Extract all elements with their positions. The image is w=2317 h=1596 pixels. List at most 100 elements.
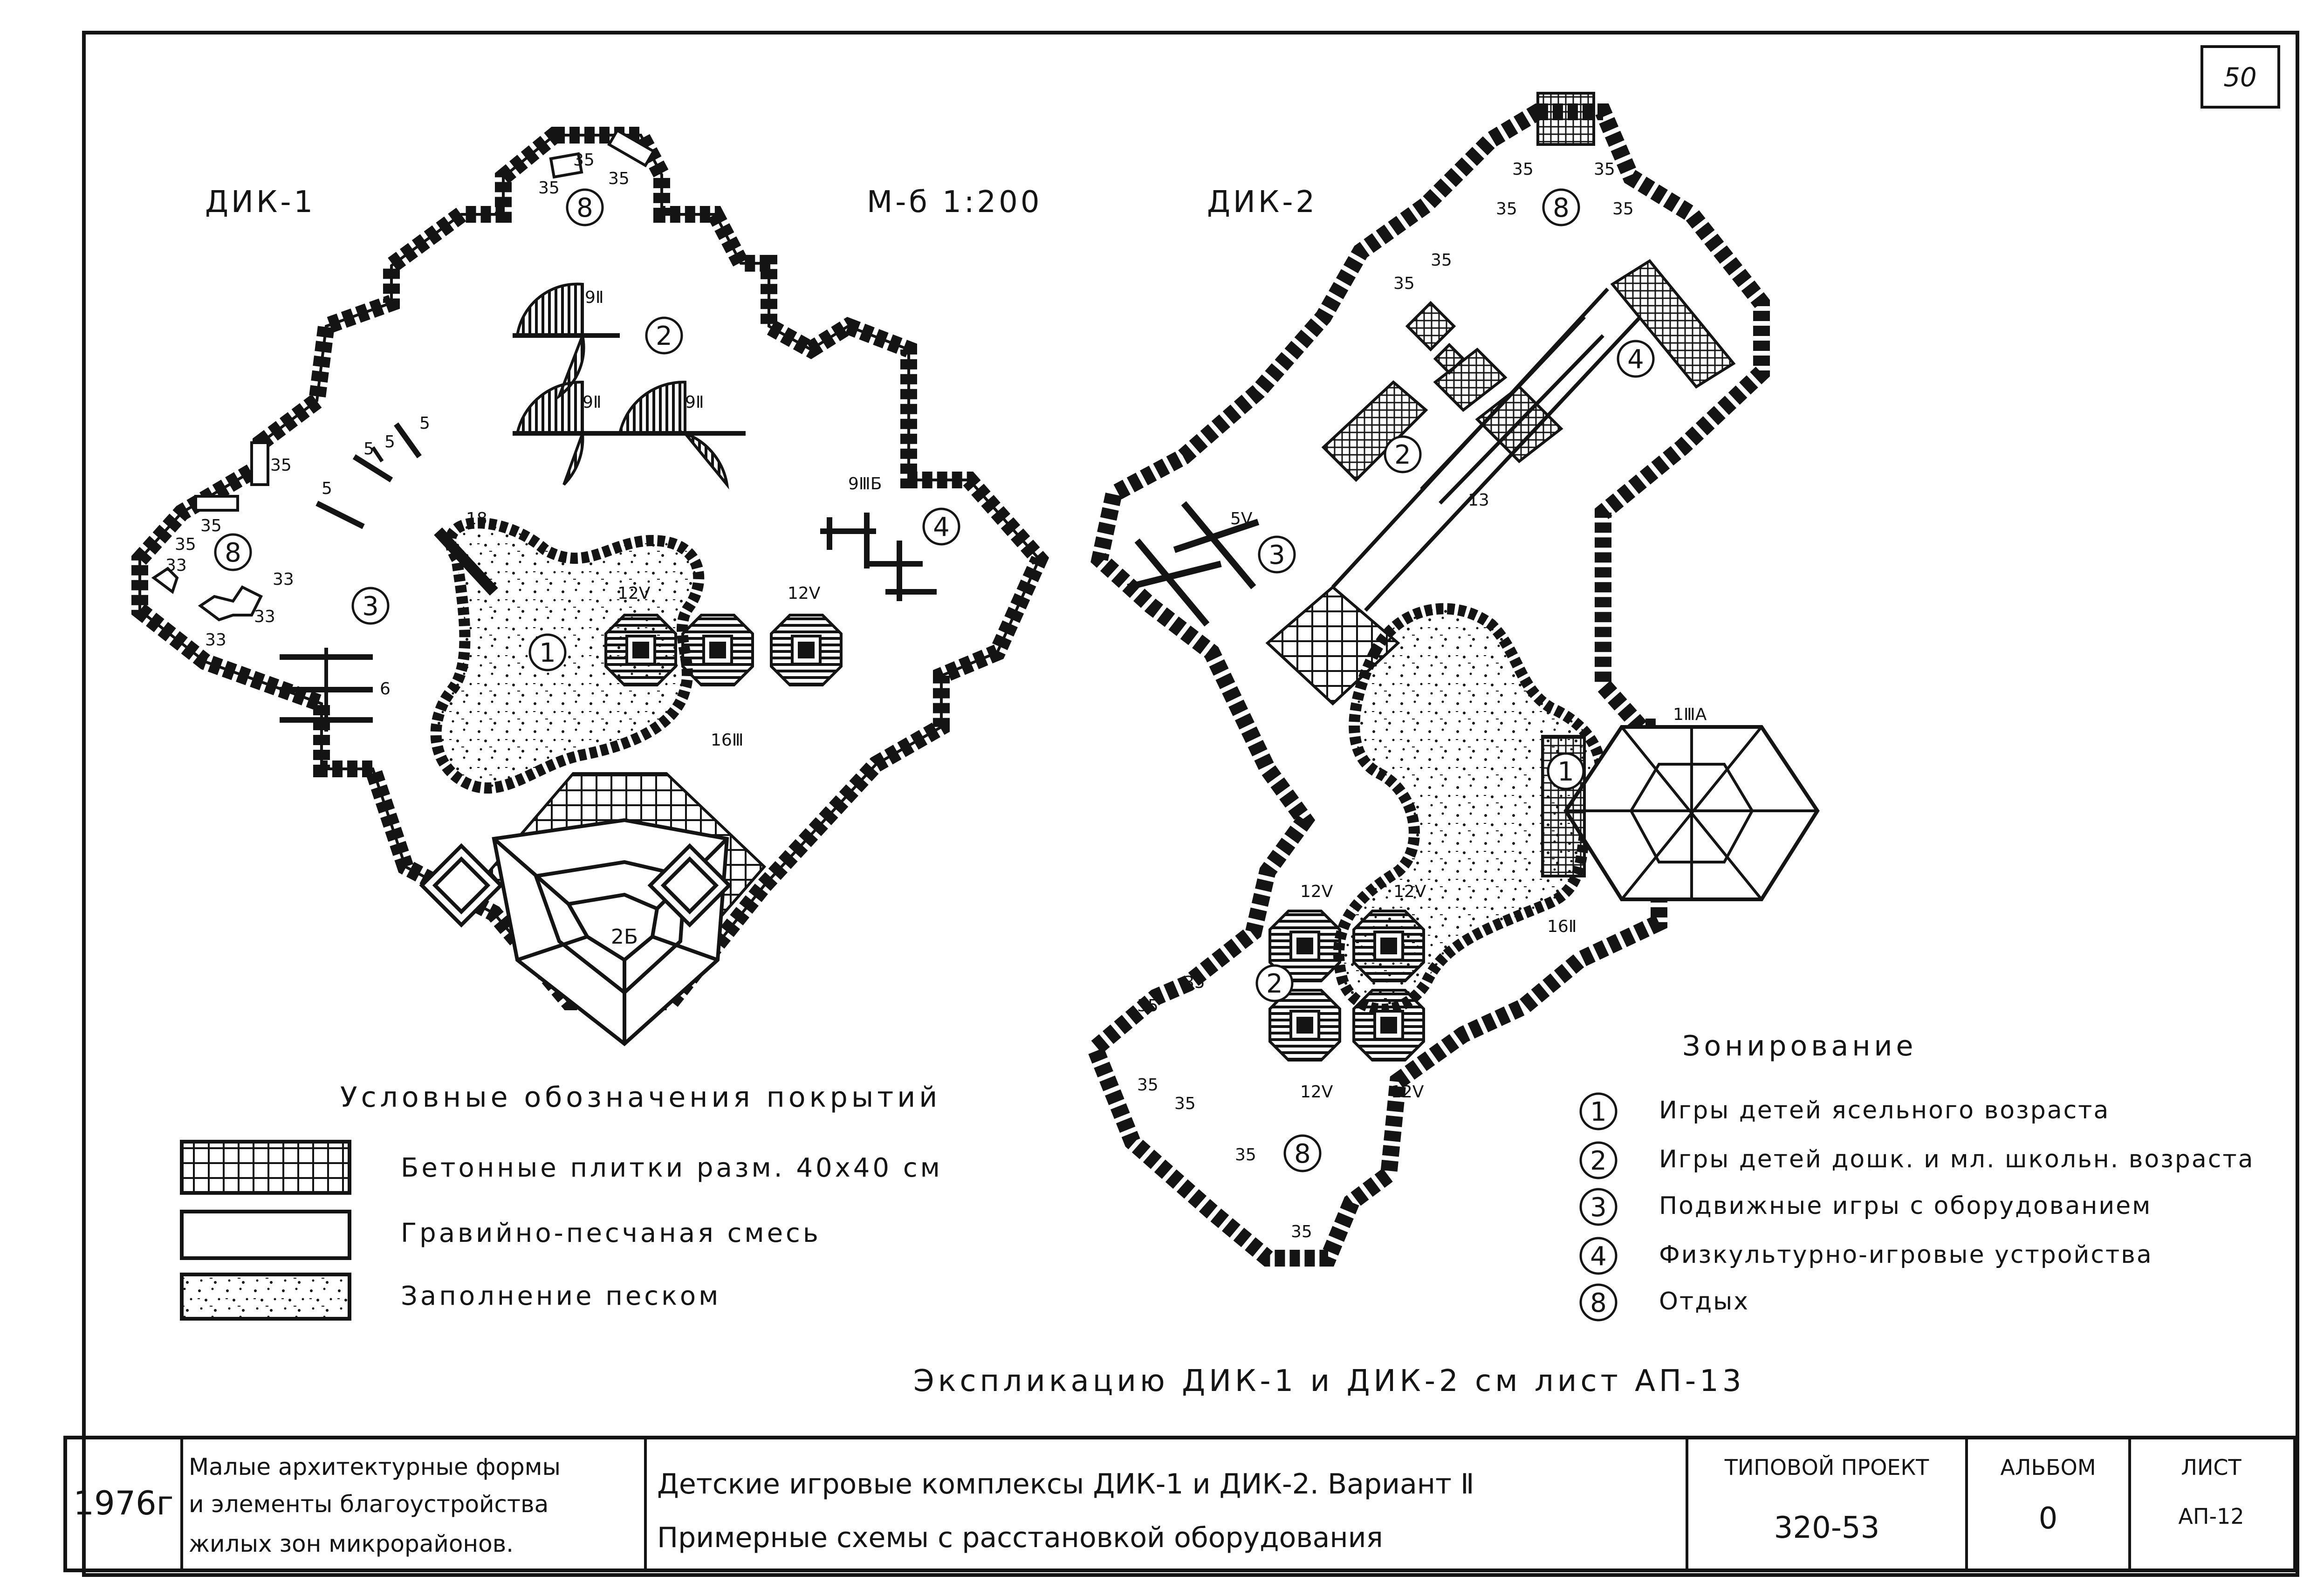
zoning-num: 2 bbox=[1590, 1146, 1607, 1176]
legend-item: Заполнение песком bbox=[401, 1281, 721, 1311]
tb-series-line: Малые архитектурные формы bbox=[189, 1453, 561, 1480]
dik2-pavilion bbox=[1541, 725, 1820, 901]
zoning-num: 8 bbox=[1590, 1288, 1607, 1318]
zoning-item: Игры детей дошк. и мл. школьн. возраста bbox=[1659, 1145, 2255, 1173]
zoning-legend: Зонирование 1 2 3 4 8 Игры детей ясельно… bbox=[1579, 1030, 2255, 1322]
dik1-eq-label: 9Ⅱ bbox=[585, 288, 604, 307]
dik2-eq-label: 1ⅢA bbox=[1673, 705, 1707, 724]
dik2-eq-label: 35 bbox=[1496, 199, 1517, 219]
dik2-zone-label: 8 bbox=[1294, 1139, 1311, 1169]
legend-item: Бетонные плитки разм. 40х40 см bbox=[401, 1153, 943, 1183]
dik2-zone-label: 2 bbox=[1266, 969, 1283, 999]
dik2-zone-label: 1 bbox=[1557, 757, 1574, 787]
dik1-eq-label: 9ⅢБ bbox=[848, 474, 882, 493]
dik1-plan: ДИК-1 М-б 1:200 bbox=[131, 127, 1049, 1047]
dik1-pavilion bbox=[419, 818, 732, 1047]
tb-title-line: Примерные схемы с расстановкой оборудова… bbox=[657, 1521, 1383, 1554]
dik2-zone-label: 3 bbox=[1268, 540, 1285, 570]
dik1-eq-label: 35 bbox=[175, 535, 196, 554]
dik1-eq-label: 33 bbox=[165, 556, 187, 575]
dik2-eq-label: 35 bbox=[1184, 973, 1205, 992]
dik1-eq-label: 35 bbox=[538, 178, 560, 198]
tb-series-line: жилых зон микрорайонов. bbox=[189, 1530, 514, 1557]
dik1-sandpit bbox=[430, 517, 705, 794]
dik2-zone-label: 8 bbox=[1553, 193, 1570, 223]
dik2-eq-label: 35 bbox=[1594, 160, 1615, 179]
tb-title-line: Детские игровые комплексы ДИК-1 и ДИК-2.… bbox=[657, 1468, 1474, 1500]
dik2-eq-label: 35 bbox=[1137, 996, 1158, 1015]
tb-year: 1976г bbox=[74, 1484, 174, 1522]
zoning-item: Подвижные игры с оборудованием bbox=[1659, 1192, 2152, 1220]
tb-project-label: ТИПОВОЙ ПРОЕКТ bbox=[1724, 1455, 1929, 1480]
dik2-eq-label: 12V bbox=[1300, 1082, 1333, 1102]
dik2-eq-label: 35 bbox=[1137, 1075, 1158, 1095]
zoning-num: 1 bbox=[1590, 1097, 1607, 1127]
dik1-zone-label: 2 bbox=[656, 321, 672, 351]
dik1-play-units bbox=[604, 614, 843, 686]
dik1-zone-label: 8 bbox=[576, 193, 593, 223]
scale-label: М-б 1:200 bbox=[867, 185, 1042, 219]
dik1-zone-label: 3 bbox=[362, 591, 379, 622]
dik1-equipment bbox=[280, 422, 937, 732]
zoning-num: 3 bbox=[1590, 1192, 1607, 1223]
dik1-zone-markers bbox=[214, 188, 960, 671]
page-number: 50 bbox=[2223, 62, 2256, 93]
dik1-eq-label: 33 bbox=[205, 630, 226, 650]
dik1-eq-label: 16Ⅲ bbox=[711, 731, 744, 750]
dik1-eq-label: 9Ⅱ bbox=[583, 393, 602, 412]
tb-project-value: 320-53 bbox=[1774, 1511, 1880, 1545]
dik2-eq-label: 35 bbox=[1612, 199, 1634, 219]
dik2-tile-square bbox=[1265, 585, 1400, 706]
explication-note: Экспликацию ДИК-1 и ДИК-2 см лист АП-13 bbox=[913, 1364, 1745, 1398]
dik2-zone-label: 4 bbox=[1627, 344, 1644, 375]
dik2-sandpit bbox=[1333, 603, 1607, 1015]
dik2-boundary bbox=[1085, 103, 1770, 1267]
dik1-zone-label: 4 bbox=[933, 512, 950, 542]
legend-swatch-sand bbox=[180, 1273, 351, 1321]
legend-heading: Условные обозначения покрытий bbox=[340, 1081, 941, 1114]
zoning-item: Физкультурно-игровые устройства bbox=[1659, 1241, 2153, 1269]
dik2-eq-label: 35 bbox=[1235, 1145, 1256, 1164]
zoning-heading: Зонирование bbox=[1682, 1030, 1917, 1062]
legend: Условные обозначения покрытий Бетонные п… bbox=[180, 1081, 943, 1321]
dik1-eq-label: 18 bbox=[466, 509, 487, 528]
dik1-zone-label: 8 bbox=[225, 538, 241, 568]
dik2-blocks bbox=[1321, 259, 1736, 482]
zoning-num: 4 bbox=[1590, 1241, 1607, 1272]
frame bbox=[63, 31, 2299, 1577]
dik2-eq-label: 35 bbox=[1431, 251, 1452, 270]
dik2-eq-label: 5V bbox=[1230, 509, 1253, 528]
dik1-eq-label: 33 bbox=[254, 607, 275, 626]
dik1-eq-label: 12V bbox=[617, 584, 651, 603]
dik1-title: ДИК-1 bbox=[205, 185, 315, 219]
legend-item: Гравийно-песчаная смесь bbox=[401, 1218, 821, 1248]
tb-sheet-label: ЛИСТ bbox=[2181, 1455, 2242, 1480]
dik2-eq-label: 35 bbox=[1174, 1094, 1196, 1113]
dik2-play-units bbox=[1268, 910, 1425, 1062]
zoning-item: Игры детей ясельного возраста bbox=[1659, 1096, 2110, 1124]
dik1-zone-label: 1 bbox=[539, 638, 556, 668]
dik2-plan: ДИК-2 bbox=[1085, 92, 1820, 1267]
dik1-eq-label: 5 bbox=[384, 432, 395, 452]
dik1-eq-label: 35 bbox=[573, 151, 595, 170]
dik2-eq-label: 16Ⅱ bbox=[1547, 917, 1577, 936]
dik1-benches bbox=[151, 128, 656, 622]
dik1-eq-label: 35 bbox=[200, 516, 222, 535]
dik2-entrance-grid bbox=[1536, 92, 1595, 146]
dik2-zone-markers bbox=[1255, 188, 1655, 1172]
dik2-eq-label: 35 bbox=[1291, 1222, 1312, 1241]
dik2-zone-label: 2 bbox=[1394, 440, 1411, 470]
dik2-eq-label: 35 bbox=[1393, 274, 1415, 293]
dik1-eq-label: 5 bbox=[419, 414, 430, 433]
tb-series-line: и элементы благоустройства bbox=[189, 1491, 548, 1518]
dik1-eq-label: 5 bbox=[322, 479, 332, 498]
legend-swatch-gravel bbox=[180, 1210, 351, 1260]
dik1-eq-label: 12V bbox=[788, 584, 821, 603]
dik2-eq-label: 12V bbox=[1300, 882, 1333, 901]
tb-album-value: 0 bbox=[2039, 1501, 2058, 1536]
dik2-eq-label: 13 bbox=[1468, 491, 1489, 510]
dik1-eq-label: 9Ⅱ bbox=[685, 393, 704, 412]
title-block: 1976г Малые архитектурные формы и элемен… bbox=[74, 1453, 2244, 1557]
dik2-swings bbox=[1127, 501, 1260, 627]
